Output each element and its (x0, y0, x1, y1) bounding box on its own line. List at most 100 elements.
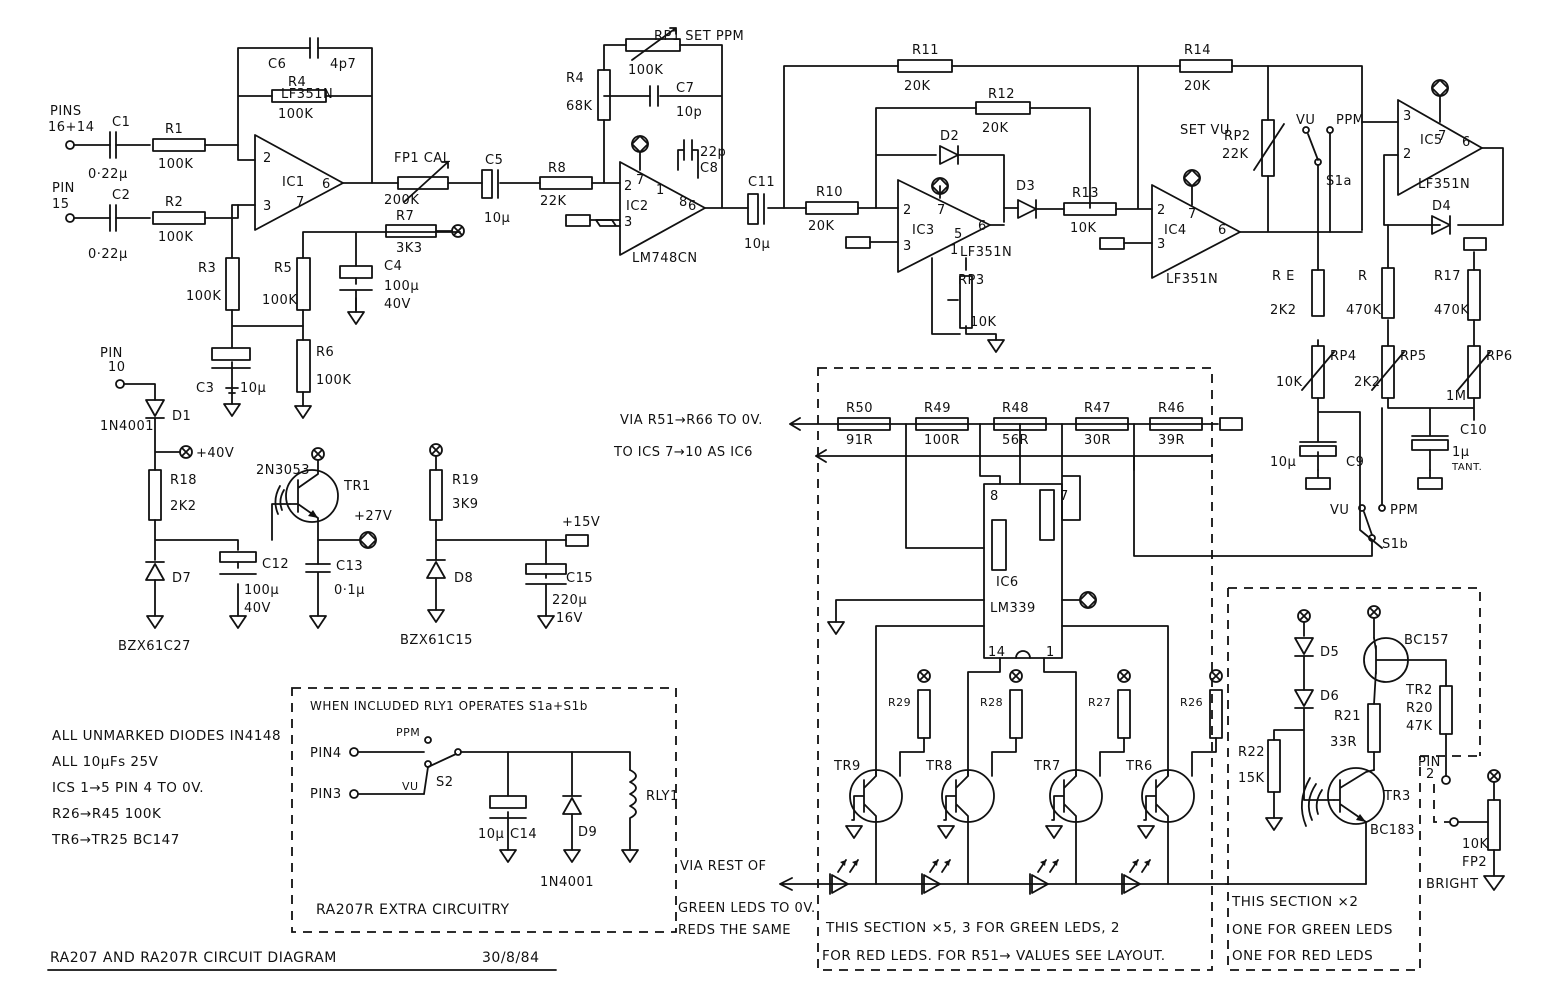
capacitor-c7 (649, 85, 659, 107)
capacitor-c15 (525, 563, 567, 575)
s2-ppm: PPM (396, 726, 420, 739)
tr7-ref: TR7 (1033, 759, 1061, 774)
d2-ref: D2 (940, 129, 959, 144)
r19-value: 3K9 (452, 497, 479, 512)
zero-volt-icon (845, 236, 871, 249)
r6-value: 100K (316, 373, 351, 388)
c15-ref: C15 (566, 571, 593, 586)
capacitor-c5 (481, 169, 493, 199)
opamp-ic2 (619, 161, 706, 256)
ladder-ref: R47 (1084, 401, 1111, 416)
c4-value: 100μ (384, 279, 419, 294)
pin4-label: PIN4 (310, 746, 342, 761)
opamp-ic5 (1397, 99, 1483, 196)
ic2-pin7: 7 (636, 173, 645, 188)
resistor-r6 (296, 339, 311, 393)
ground-icon (537, 615, 555, 629)
d7-part: BZX61C27 (118, 639, 191, 654)
transistor-tr1 (285, 469, 339, 523)
r18-ref: R18 (170, 473, 197, 488)
c9-ref: C9 (1346, 455, 1364, 470)
ladder-ref: R49 (924, 401, 951, 416)
r10-ref: R10 (816, 185, 843, 200)
ground-icon (1483, 875, 1505, 891)
preset-rp1 (625, 38, 681, 52)
supply-terminal-icon (1079, 591, 1097, 609)
supply-terminal-icon (1431, 79, 1449, 97)
zener-d8 (426, 559, 446, 579)
tr1-ref: TR1 (343, 479, 371, 494)
led-lamp-icon (179, 445, 193, 459)
r17-value: 470K (1434, 303, 1469, 318)
ladder-ref: R48 (1002, 401, 1029, 416)
ground-icon (229, 615, 247, 629)
r11-ref: R11 (912, 43, 939, 58)
ic6-pin8: 8 (990, 489, 999, 504)
ic6-pin1: 1 (1046, 645, 1055, 660)
r3-ref: R3 (198, 261, 216, 276)
c3-value: 10μ (240, 381, 266, 396)
resistor-r17 (1467, 269, 1481, 321)
tr2-ref: TR2 (1405, 683, 1433, 698)
r18-value: 2K2 (170, 499, 197, 514)
note-2: ALL 10μFs 25V (52, 754, 159, 770)
c2-ref: C2 (112, 188, 130, 203)
c6-value: 4p7 (330, 57, 356, 72)
terminal-pin-3 (349, 789, 359, 799)
c10-value: 1μ (1452, 445, 1470, 460)
ic1-pin6: 6 (322, 177, 331, 192)
c11-value: 10μ (744, 237, 770, 252)
note-3: ICS 1→5 PIN 4 TO 0V. (52, 780, 204, 796)
r14-ref: R14 (1184, 43, 1211, 58)
resistor-r50 (837, 417, 891, 431)
capacitor-c10 (1411, 439, 1449, 451)
ic3-ref: IC3 (912, 223, 935, 238)
d7-ref: D7 (172, 571, 191, 586)
fp2-label: BRIGHT (1426, 877, 1479, 892)
r19-ref: R19 (452, 473, 479, 488)
section-x2-note-1: THIS SECTION ×2 (1231, 894, 1358, 910)
ground-icon (1265, 817, 1283, 831)
r14-value: 20K (1184, 79, 1211, 94)
ic5-ref: IC5 (1420, 133, 1443, 148)
capacitor-c14 (489, 795, 527, 809)
ic5-pin7: 7 (1438, 129, 1447, 144)
r1-value: 100K (158, 157, 193, 172)
ladder-value: 39R (1158, 433, 1185, 448)
ic5-pin6: 6 (1462, 135, 1471, 150)
s1b-ppm: PPM (1390, 503, 1418, 518)
c8-ref: C8 (700, 161, 718, 176)
rly-title: WHEN INCLUDED RLY1 OPERATES S1a+S1b (310, 699, 588, 713)
ic2-pin8: 8 (679, 195, 688, 210)
c15-volt: 16V (556, 611, 583, 626)
note-4: R26→R45 100K (52, 806, 162, 822)
ic6-part: LM339 (990, 601, 1036, 616)
r4a-ref: R4 (288, 75, 306, 90)
capacitor-c11 (747, 193, 759, 225)
section-x5-box (817, 367, 1213, 971)
r6-ref: R6 (316, 345, 334, 360)
resistor-r11 (897, 59, 953, 73)
tr3-part: BC183 (1370, 823, 1415, 838)
capacitor-c4 (339, 265, 373, 279)
zero-volt-icon (1463, 237, 1487, 251)
ic2-pin2: 2 (624, 179, 633, 194)
c6-ref: C6 (268, 57, 286, 72)
section-x2-note-2: ONE FOR GREEN LEDS (1232, 922, 1393, 938)
resistor-r21 (1367, 703, 1381, 753)
resistor-r20 (1439, 685, 1453, 735)
ic5-pin3: 3 (1403, 109, 1412, 124)
ic3-part: LF351N (960, 245, 1012, 260)
ballistics: R E 2K2 R 470K R17 470K RP4 10K RP5 2K2 … (1133, 267, 1512, 557)
r27-ref: R27 (1088, 696, 1111, 709)
led-lamp-icon (1209, 669, 1223, 683)
resistor-r1 (152, 138, 206, 152)
ic5-part: LF351N (1418, 177, 1470, 192)
resistor-r18 (148, 469, 162, 521)
terminal-pin-2 (1441, 775, 1451, 785)
rp2-label: SET VU (1180, 123, 1230, 138)
ic6-pin7: 7 (1060, 489, 1069, 504)
section-x2-box (1227, 587, 1481, 971)
